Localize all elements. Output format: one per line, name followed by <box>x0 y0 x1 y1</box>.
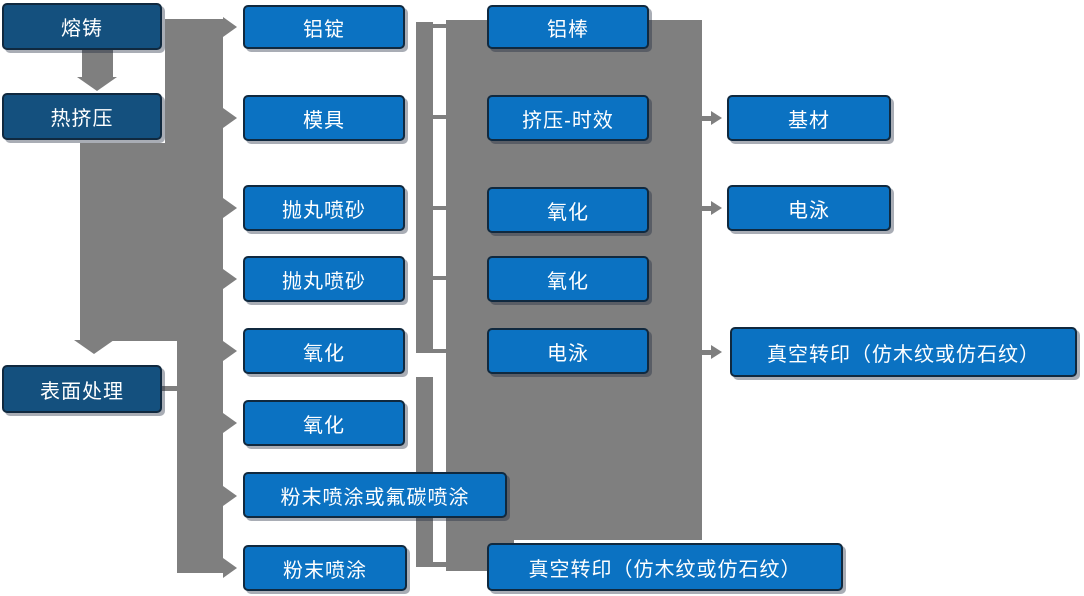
arrow-to-shot-blasting-2-icon <box>223 269 237 289</box>
node-oxidation-4: 氧化 <box>487 256 649 302</box>
node-shot-blasting-1: 抛丸喷砂 <box>243 185 405 231</box>
node-surface-treatment: 表面处理 <box>2 365 162 413</box>
connector-mid-bar-upper <box>416 22 433 353</box>
arrow-to-powder-or-fluorocarbon-icon <box>223 486 237 506</box>
node-shot-blasting-2: 抛丸喷砂 <box>243 256 405 302</box>
tick-oxidation-3 <box>433 206 448 210</box>
tick-oxidation-4 <box>433 276 448 280</box>
node-electrophoresis-1: 电泳 <box>487 328 649 374</box>
stub-to-substrate <box>702 116 712 121</box>
arrow-to-aluminum-ingot-icon <box>223 17 237 37</box>
node-vacuum-transfer-right: 真空转印（仿木纹或仿石纹） <box>730 327 1077 377</box>
node-oxidation-1: 氧化 <box>243 328 405 374</box>
tick-aluminum-rod <box>433 24 448 28</box>
connector-melting-to-extrusion <box>82 50 113 78</box>
arrow-to-oxidation-1-icon <box>223 341 237 361</box>
connector-left-trunk-upper <box>165 19 223 143</box>
connector-surface-treatment-stub <box>160 386 178 391</box>
arrow-to-electrophoresis-2-icon <box>711 201 722 215</box>
node-extrusion-aging: 挤压-时效 <box>487 95 649 141</box>
arrow-to-mold-icon <box>223 108 237 128</box>
node-powder-coating: 粉末喷涂 <box>243 545 407 591</box>
stub-to-electrophoresis-2 <box>702 206 712 211</box>
node-mold: 模具 <box>243 95 405 141</box>
node-substrate: 基材 <box>727 95 891 141</box>
arrow-to-powder-coating-icon <box>223 558 237 578</box>
tick-electrophoresis-1 <box>433 349 448 353</box>
node-aluminum-ingot: 铝锭 <box>243 5 405 49</box>
node-oxidation-2: 氧化 <box>243 400 405 446</box>
node-powder-or-fluorocarbon: 粉末喷涂或氟碳喷涂 <box>243 472 507 518</box>
connector-left-trunk-lower <box>177 341 223 573</box>
arrow-down-to-surface-treatment-icon <box>74 340 114 354</box>
arrow-to-substrate-icon <box>711 111 722 125</box>
node-oxidation-3: 氧化 <box>487 187 649 233</box>
node-hot-extrusion: 热挤压 <box>2 93 162 140</box>
stub-to-vacuum-transfer-right <box>702 350 712 355</box>
node-electrophoresis-2: 电泳 <box>727 185 891 231</box>
node-melting-casting: 熔铸 <box>2 3 162 50</box>
node-vacuum-transfer-bottom: 真空转印（仿木纹或仿石纹） <box>487 543 843 591</box>
arrow-down-to-hot-extrusion-icon <box>77 77 117 91</box>
arrow-to-shot-blasting-1-icon <box>223 198 237 218</box>
connector-left-block <box>80 143 223 341</box>
node-aluminum-rod: 铝棒 <box>487 5 649 49</box>
arrow-to-oxidation-2-icon <box>223 413 237 433</box>
tick-extrusion-aging <box>433 115 448 119</box>
arrow-to-vacuum-transfer-right-icon <box>711 345 722 359</box>
